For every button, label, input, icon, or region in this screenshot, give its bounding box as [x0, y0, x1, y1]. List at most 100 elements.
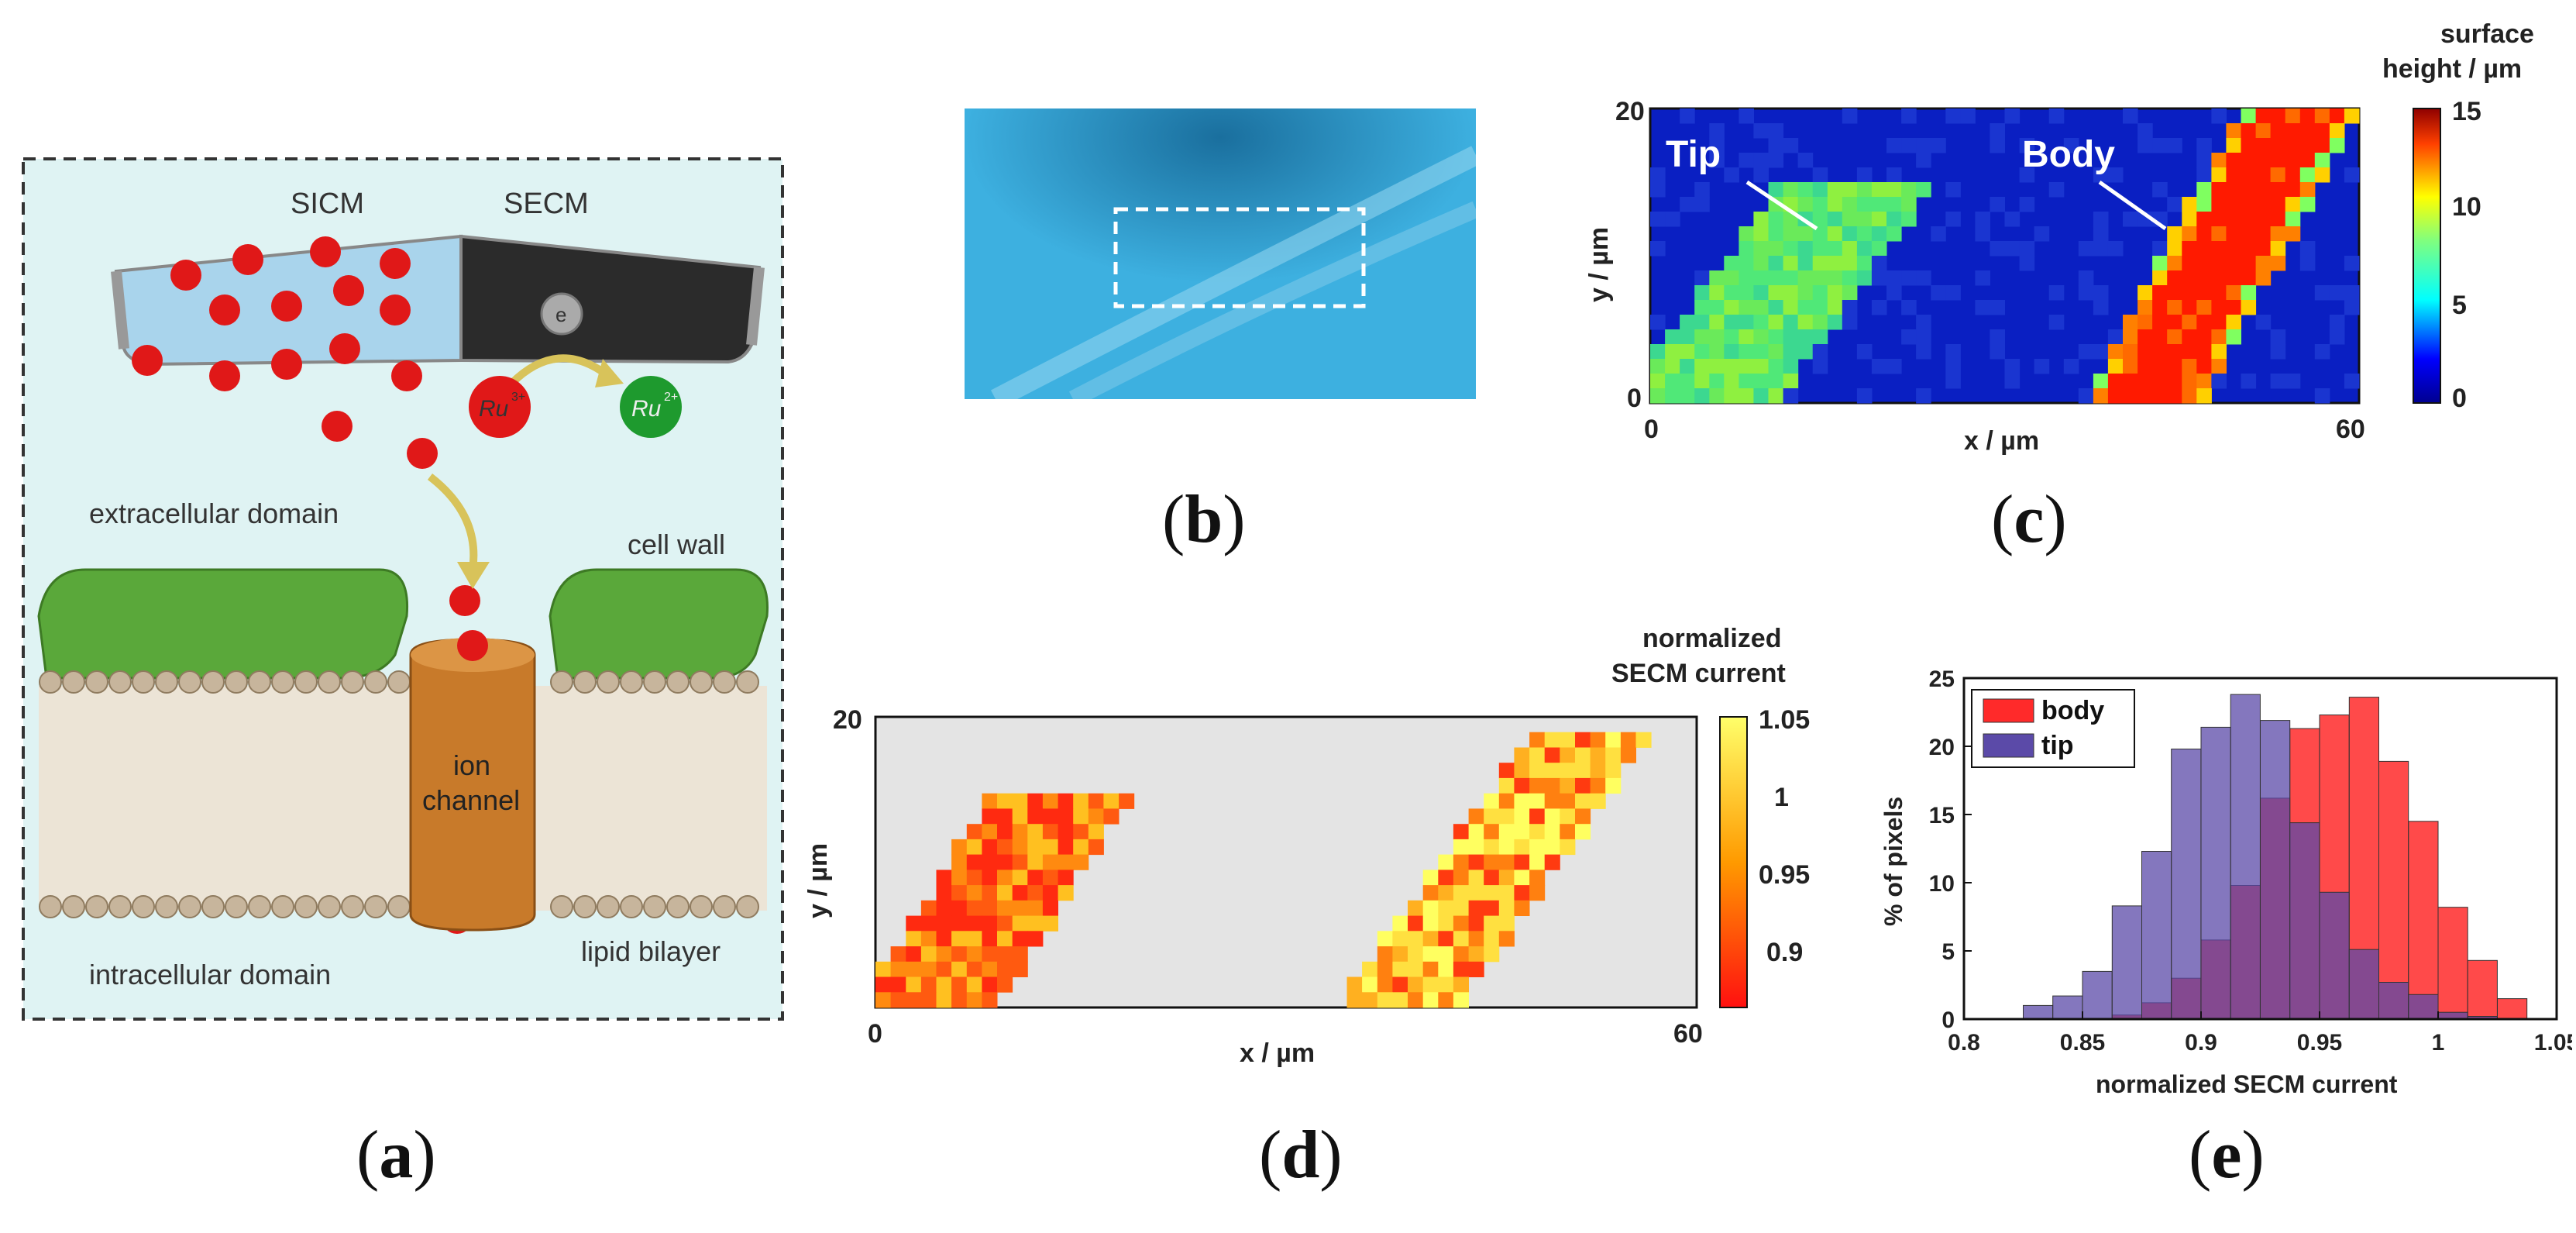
current-pixel	[1027, 900, 1044, 916]
current-pixel	[1529, 793, 1546, 809]
current-pixel	[1073, 824, 1089, 840]
current-pixel	[1042, 824, 1058, 840]
current-pixel	[982, 854, 998, 870]
height-pixel	[1753, 256, 1769, 271]
height-pixel	[1753, 123, 1769, 139]
height-pixel	[1827, 285, 1843, 301]
height-pixel	[1871, 197, 1887, 212]
height-pixel	[2226, 153, 2241, 168]
height-pixel	[2034, 226, 2050, 242]
height-pixel	[2270, 212, 2286, 227]
current-pixel	[1058, 885, 1074, 901]
height-pixel	[2211, 226, 2227, 242]
height-pixel	[2196, 197, 2212, 212]
current-pixel	[1484, 854, 1500, 870]
height-pixel	[1812, 344, 1828, 360]
height-pixel	[1768, 182, 1784, 198]
height-pixel	[2314, 167, 2330, 183]
height-pixel	[1694, 359, 1710, 374]
height-pixel	[1665, 212, 1680, 227]
histogram-bar-body	[2378, 760, 2409, 1020]
current-pixel	[1514, 839, 1530, 856]
current-pixel	[1042, 839, 1058, 856]
height-pixel	[2004, 241, 2021, 257]
current-pixel	[966, 992, 982, 1008]
height-pixel	[1916, 182, 1931, 198]
height-pixel	[1812, 256, 1828, 271]
height-pixel	[1960, 108, 1976, 124]
height-pixel	[2123, 344, 2138, 360]
height-pixel	[2034, 359, 2050, 374]
current-pixel	[1468, 808, 1484, 825]
current-pixel	[982, 870, 998, 886]
current-pixel	[1498, 808, 1515, 825]
current-pixel	[1088, 808, 1104, 825]
height-pixel	[2255, 182, 2272, 198]
panel-label-e: (e)	[2189, 1118, 2265, 1193]
height-pixel	[1812, 300, 1828, 315]
current-pixel	[951, 946, 968, 963]
height-pixel	[1650, 359, 1666, 374]
height-pixel	[1768, 388, 1784, 404]
height-pixel	[1724, 344, 1739, 360]
current-cbar-tick-1: 1	[1774, 783, 1789, 812]
height-pixel	[2137, 329, 2153, 345]
height-pixel	[2167, 315, 2182, 330]
height-pixel	[2226, 197, 2241, 212]
current-pixel	[875, 976, 892, 993]
current-pixel	[1514, 777, 1530, 794]
height-pixel	[2137, 388, 2153, 404]
current-xlabel: x / µm	[1240, 1038, 1315, 1068]
current-pixel	[1073, 793, 1089, 809]
lipid-bilayer-label: lipid bilayer	[581, 935, 721, 967]
current-pixel	[1468, 885, 1484, 901]
height-pixel	[2241, 212, 2257, 227]
height-pixel	[1842, 197, 1858, 212]
height-pixel	[2299, 108, 2316, 124]
height-pixel	[1709, 374, 1725, 389]
current-pixel	[997, 854, 1013, 870]
height-pixel	[2004, 108, 2021, 124]
height-pixel	[1739, 329, 1754, 345]
current-pixel	[1498, 931, 1515, 947]
height-x-tick-min: 0	[1644, 415, 1659, 444]
height-pixel	[2270, 153, 2286, 168]
current-pixel	[1058, 839, 1074, 856]
height-pixel	[2048, 182, 2065, 198]
height-pixel	[2078, 285, 2094, 301]
current-pixel	[1453, 976, 1469, 993]
height-colorbar	[2413, 108, 2441, 404]
height-pixel	[1797, 300, 1814, 315]
height-pixel	[2123, 108, 2138, 124]
height-pixel	[1975, 300, 1990, 315]
height-pixel	[1856, 388, 1873, 404]
height-pixel	[1753, 300, 1769, 315]
height-pixel	[2241, 241, 2257, 257]
height-pixel	[1768, 344, 1784, 360]
current-pixel	[997, 961, 1013, 977]
height-pixel	[1783, 226, 1799, 242]
height-pixel	[2167, 197, 2182, 212]
height-pixel	[2270, 256, 2286, 271]
current-pixel	[1362, 976, 1378, 993]
current-pixel	[1468, 915, 1484, 932]
height-pixel	[1709, 270, 1725, 286]
current-pixel	[1012, 808, 1028, 825]
current-pixel	[1468, 900, 1484, 916]
current-pixel	[1484, 885, 1500, 901]
height-pixel	[1768, 241, 1784, 257]
current-pixel	[982, 976, 998, 993]
current-pixel	[982, 793, 998, 809]
current-pixel	[1529, 747, 1546, 763]
current-x-tick-max: 60	[1673, 1019, 1703, 1049]
current-pixel	[997, 870, 1013, 886]
current-pixel	[1529, 824, 1546, 840]
height-pixel	[1783, 241, 1799, 257]
height-pixel	[1753, 241, 1769, 257]
current-colorbar	[1719, 716, 1748, 1008]
height-pixel	[1916, 138, 1931, 153]
height-pixel	[2270, 182, 2286, 198]
height-pixel	[2196, 138, 2212, 153]
height-pixel	[2093, 167, 2109, 183]
